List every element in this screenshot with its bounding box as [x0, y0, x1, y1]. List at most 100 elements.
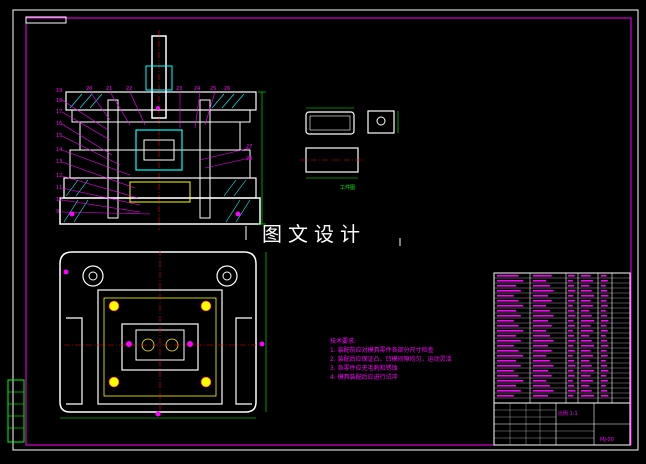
table-cell-text	[568, 295, 574, 297]
notes-item: 4. 模具装配后应进行试冲	[330, 374, 398, 381]
table-cell-text	[497, 355, 524, 357]
table-cell-text	[568, 345, 574, 347]
table-cell-text	[601, 290, 608, 292]
table-cell-text	[497, 360, 517, 362]
table-cell-text	[601, 320, 609, 322]
svg-text:18: 18	[56, 98, 62, 104]
table-cell-text	[568, 380, 573, 382]
table-cell-text	[533, 335, 550, 337]
table-cell-text	[581, 340, 592, 342]
table-cell-text	[581, 390, 592, 392]
table-cell-text	[497, 320, 514, 322]
svg-text:10: 10	[56, 197, 62, 203]
table-cell-text	[497, 305, 524, 307]
table-cell-text	[533, 285, 550, 287]
table-cell-text	[568, 300, 575, 302]
table-cell-text	[497, 295, 514, 297]
table-cell-text	[581, 350, 591, 352]
svg-text:14: 14	[56, 147, 62, 153]
table-cell-text	[568, 310, 575, 312]
table-cell-text	[568, 340, 576, 342]
svg-text:11: 11	[56, 185, 62, 191]
table-cell-text	[568, 395, 574, 397]
table-cell-text	[568, 320, 574, 322]
table-cell-text	[533, 300, 552, 302]
table-cell-text	[497, 385, 517, 387]
table-cell-text	[497, 395, 514, 397]
table-cell-text	[497, 345, 514, 347]
svg-text:13: 13	[56, 159, 62, 165]
table-cell-text	[581, 330, 593, 332]
table-cell-text	[568, 315, 576, 317]
table-cell-text	[568, 350, 575, 352]
table-cell-text	[533, 290, 554, 292]
title-block: 比例 1:1 MJ-00	[493, 402, 631, 446]
svg-text:24: 24	[194, 86, 200, 92]
table-cell-text	[601, 285, 606, 287]
svg-text:26: 26	[224, 86, 230, 92]
table-cell-text	[497, 330, 524, 332]
svg-text:21: 21	[106, 86, 112, 92]
table-cell-text	[533, 375, 552, 377]
table-cell-text	[568, 335, 575, 337]
table-cell-text	[533, 350, 552, 352]
table-cell-text	[497, 315, 521, 317]
table-cell-text	[568, 330, 573, 332]
table-cell-text	[497, 380, 524, 382]
svg-text:22: 22	[126, 86, 132, 92]
table-cell-text	[533, 295, 549, 297]
table-cell-text	[497, 335, 517, 337]
svg-text:20: 20	[86, 86, 92, 92]
table-cell-text	[581, 370, 595, 372]
table-cell-text	[533, 355, 547, 357]
table-cell-text	[533, 385, 550, 387]
inner-frame	[25, 17, 632, 446]
table-cell-text	[601, 345, 609, 347]
table-cell-text	[533, 345, 549, 347]
notes-title: 技术要求:	[330, 338, 357, 345]
table-cell-text	[533, 280, 547, 282]
svg-text:23: 23	[176, 86, 182, 92]
table-cell-text	[533, 320, 549, 322]
table-cell-text	[601, 300, 607, 302]
table-cell-text	[581, 285, 590, 287]
table-cell-text	[533, 315, 554, 317]
table-cell-text	[533, 365, 554, 367]
notes-item: 3. 各零件应无毛刺和锈蚀	[330, 365, 398, 372]
table-cell-text	[581, 335, 590, 337]
plan-view	[59, 250, 267, 419]
table-cell-text	[601, 375, 607, 377]
table-cell-text	[601, 325, 607, 327]
table-cell-text	[568, 375, 575, 377]
svg-text:19: 19	[56, 88, 62, 94]
table-cell-text	[601, 305, 608, 307]
table-cell-text	[533, 360, 550, 362]
table-cell-text	[568, 355, 573, 357]
table-cell-text	[581, 360, 590, 362]
table-cell-text	[497, 325, 519, 327]
table-cell-text	[601, 395, 609, 397]
table-cell-text	[601, 335, 606, 337]
top-left-tab	[25, 16, 67, 24]
notes-item: 1. 装配前应对模具零件各部分尺寸检查	[330, 347, 434, 354]
notes-item: 2. 装配后应保证凸、凹模间隙均匀，运动灵活	[330, 356, 452, 363]
technical-notes: 技术要求: 1. 装配前应对模具零件各部分尺寸检查 2. 装配后应保证凸、凹模间…	[330, 337, 452, 382]
workpiece-views	[300, 107, 399, 179]
table-cell-text	[581, 290, 592, 292]
table-cell-text	[533, 395, 549, 397]
table-cell-text	[497, 350, 519, 352]
workpiece-caption: 工件图	[340, 184, 355, 191]
table-cell-text	[497, 300, 519, 302]
table-cell-text	[581, 375, 591, 377]
table-cell-text	[601, 390, 608, 392]
table-cell-text	[568, 290, 576, 292]
watermark-text: 图文设计	[262, 222, 366, 246]
table-cell-text	[601, 315, 608, 317]
svg-text:16: 16	[56, 121, 62, 127]
table-cell-text	[601, 370, 609, 372]
table-cell-text	[568, 280, 573, 282]
table-cell-text	[581, 315, 592, 317]
table-cell-text	[533, 330, 547, 332]
